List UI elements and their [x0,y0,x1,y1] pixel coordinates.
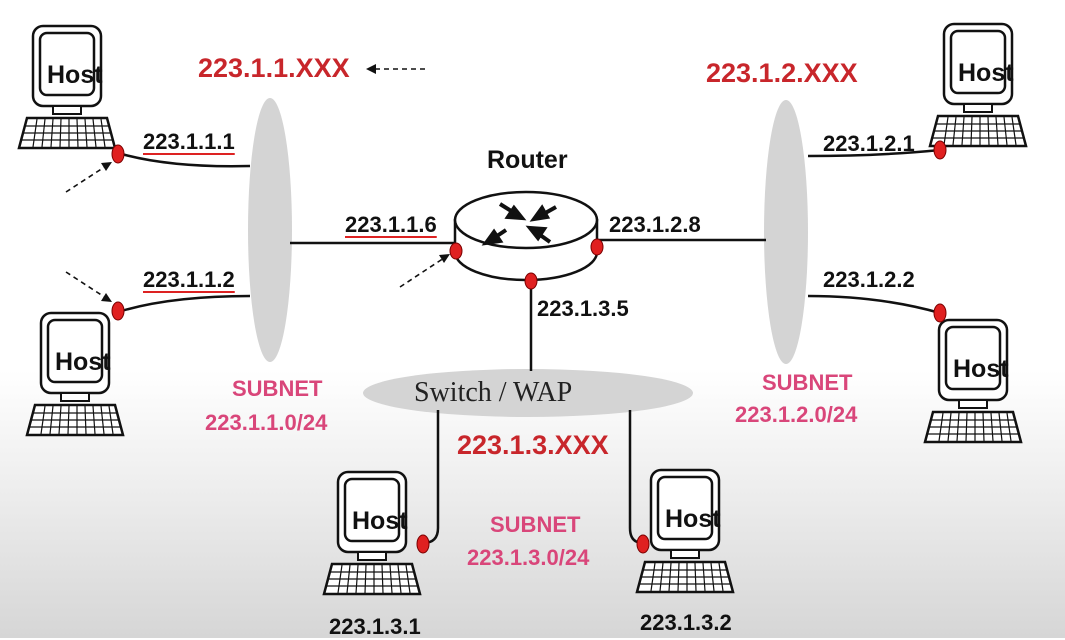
iface-label-h5: 223.1.3.1 [329,614,421,639]
range-left: 223.1.1.XXX [198,53,350,83]
iface-label-router-bottom: 223.1.3.5 [537,296,629,321]
host-label-h5: Host [352,507,408,535]
subnet-bus-left [248,98,292,362]
link-h4 [807,294,941,315]
iface-label-h1: 223.1.1.1 [143,129,235,154]
links [117,148,941,545]
iface-label-h2: 223.1.1.2 [143,267,235,292]
switch-label: Switch / WAP [414,377,573,408]
iface-label-h6: 223.1.3.2 [640,610,732,635]
iface-router-bottom-dot [524,272,538,290]
iface-label-h3: 223.1.2.1 [823,131,915,156]
subnet-value-bottom: 223.1.3.0/24 [467,545,590,570]
iface-h2-dot [111,301,125,321]
iface-h3-dot [933,140,947,160]
host-label-h1: Host [47,61,103,89]
host-label-h4: Host [953,355,1009,383]
subnet-title-bottom: SUBNET [490,512,581,537]
interface-dots [111,140,947,554]
range-bottom: 223.1.3.XXX [457,430,609,460]
arrowheads [101,64,450,302]
iface-router-left-dot [449,242,463,260]
dashed-arrows [65,68,445,299]
link-h2 [117,294,251,314]
host-label-h2: Host [55,348,111,376]
subnet-title-right: SUBNET [762,370,853,395]
router [453,190,599,282]
subnet-value-left: 223.1.1.0/24 [205,410,328,435]
link-h3 [807,148,941,158]
arrow-to-h2 [65,271,107,299]
iface-h6-dot [636,534,650,554]
link-h6 [628,410,644,545]
router-arrows-icon [481,202,557,246]
iface-label-h4: 223.1.2.2 [823,267,915,292]
host-label-h6: Host [665,505,721,533]
switch-wap-shape [363,369,693,417]
iface-label-router-left: 223.1.1.6 [345,212,437,237]
subnet-value-right: 223.1.2.0/24 [735,402,858,427]
iface-h1-dot [111,144,125,164]
host-label-h3: Host [958,59,1014,87]
subnet-title-left: SUBNET [232,376,323,401]
iface-label-router-right: 223.1.2.8 [609,212,701,237]
iface-h4-dot [933,303,947,323]
arrow-to-h1 [65,165,107,193]
arrow-to-router [399,257,445,288]
link-h1 [117,151,251,168]
range-right: 223.1.2.XXX [706,58,858,88]
link-h5 [422,410,440,545]
router-label: Router [487,146,568,174]
iface-h5-dot [416,534,430,554]
subnet-bus-right [764,100,808,364]
iface-router-right-dot [590,238,604,256]
